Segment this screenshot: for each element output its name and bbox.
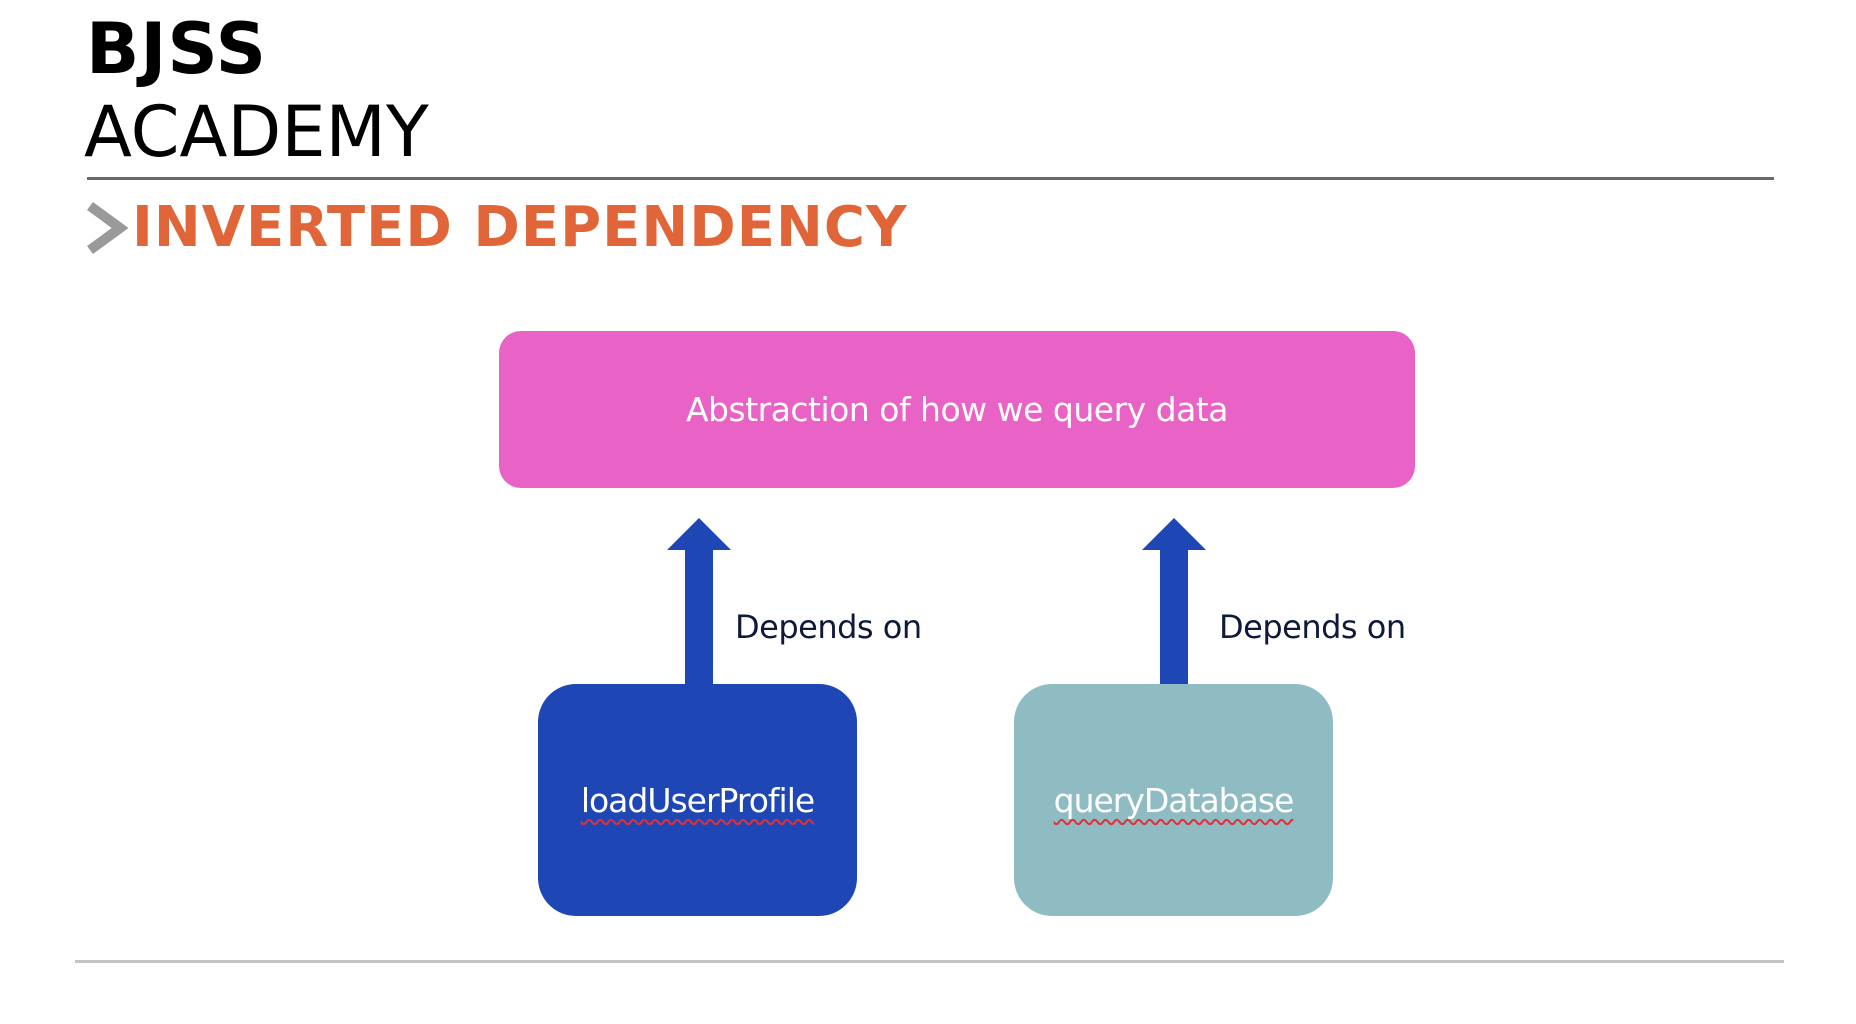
abstraction-label: Abstraction of how we query data: [685, 390, 1229, 429]
load-user-profile-box: loadUserProfile: [538, 684, 857, 916]
slide-title: INVERTED DEPENDENCY: [132, 195, 908, 260]
chevron-right-icon: [87, 201, 128, 255]
query-database-box: queryDatabase: [1014, 684, 1333, 916]
bjss-academy-logo: BJSS ACADEMY: [84, 8, 446, 173]
logo-wordmark-bjss: BJSS: [86, 8, 268, 90]
depends-on-label: Depends on: [735, 608, 922, 646]
load-user-profile-label: loadUserProfile: [580, 780, 815, 820]
abstraction-box: Abstraction of how we query data: [499, 331, 1415, 488]
arrow-up-icon: [1142, 518, 1206, 686]
depends-on-label: Depends on: [1219, 608, 1406, 646]
footer-divider: [75, 960, 1784, 963]
arrow-up-icon: [667, 518, 731, 686]
query-database-label: queryDatabase: [1053, 780, 1295, 820]
header-divider: [87, 177, 1774, 180]
logo-wordmark-academy: ACADEMY: [84, 91, 429, 173]
